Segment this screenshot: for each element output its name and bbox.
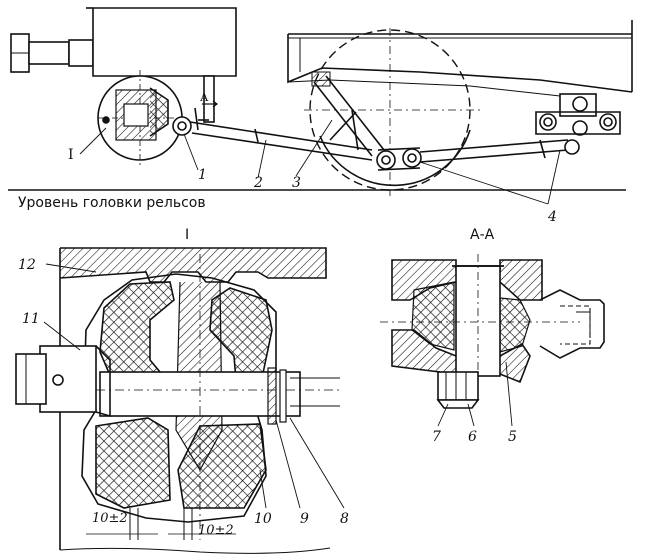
section-arrow-label: А [200, 91, 209, 104]
callout-7: 7 [432, 429, 441, 445]
overview-drawing [8, 7, 633, 196]
section-view-AA [380, 254, 605, 409]
detail-view-title: I [185, 227, 190, 243]
dimension-right: 10±2 [198, 523, 234, 538]
detail-view-I [15, 247, 340, 554]
section-leaders [437, 361, 513, 427]
callout-3: 3 [292, 175, 301, 191]
overview-leaders [79, 119, 561, 205]
callout-I-overview: I [68, 147, 74, 163]
callout-11: 11 [22, 311, 40, 327]
callout-8: 8 [340, 511, 349, 527]
callout-2: 2 [254, 175, 263, 191]
rail-level-caption: Уровень головки рельсов [18, 195, 206, 211]
callout-1: 1 [198, 167, 207, 183]
dimension-left: 10±2 [92, 511, 128, 526]
callout-5: 5 [508, 429, 517, 445]
detail-leaders [43, 263, 345, 509]
callout-10: 10 [254, 511, 272, 527]
callout-9: 9 [300, 511, 309, 527]
callout-4: 4 [548, 209, 557, 225]
section-view-title: А-А [470, 227, 495, 243]
callout-6: 6 [468, 429, 477, 445]
callout-12: 12 [18, 257, 36, 273]
